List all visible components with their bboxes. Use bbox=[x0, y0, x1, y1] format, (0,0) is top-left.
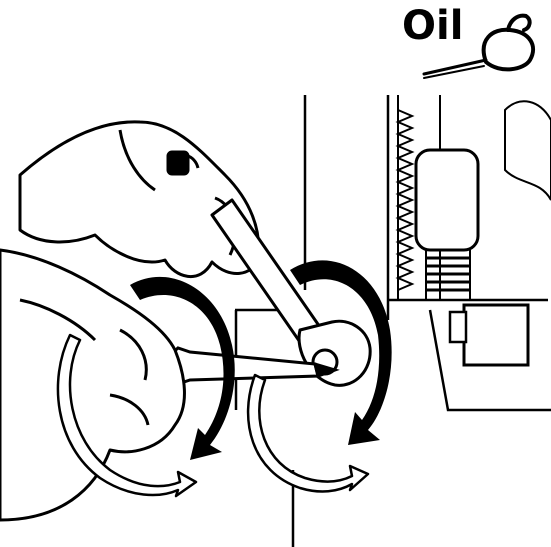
threaded-column bbox=[398, 95, 551, 365]
upper-hand bbox=[20, 122, 259, 277]
oil-can-icon bbox=[424, 16, 533, 78]
